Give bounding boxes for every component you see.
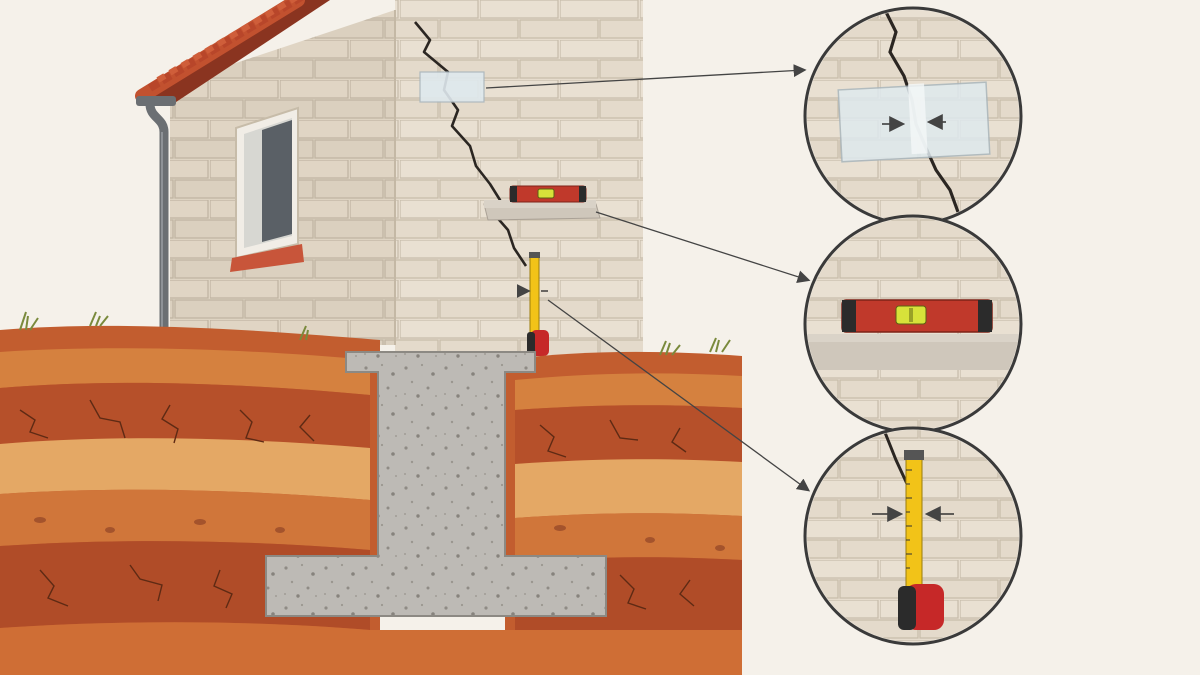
soil-band-light-1 <box>0 348 370 395</box>
foundation-footing <box>265 351 607 617</box>
soil-band-right-light-2 <box>515 459 742 518</box>
soil-band-dark-1 <box>0 382 370 448</box>
wall-crack <box>414 21 528 267</box>
callout-line-1 <box>485 64 807 89</box>
soil-band-right-dark-1 <box>515 405 742 464</box>
wall-ledge <box>483 200 601 221</box>
tape-measure-icon <box>872 450 954 630</box>
roof-tiles <box>135 0 305 103</box>
callout-lines <box>485 64 811 492</box>
grass-tufts <box>19 311 731 356</box>
house <box>135 0 643 370</box>
callout-crack-monitor <box>803 6 1023 226</box>
spirit-level-icon <box>841 299 993 333</box>
soil-pebbles <box>34 517 725 551</box>
window <box>230 106 304 272</box>
soil-band-mid-3 <box>0 489 370 550</box>
soil-cracks <box>19 399 695 610</box>
soil-band-right-mid-3 <box>515 513 742 562</box>
soil-band-right-light-1 <box>515 373 742 410</box>
callout-tape-measure <box>803 426 1023 646</box>
callout-line-2 <box>595 211 811 284</box>
tape-measure <box>516 252 549 356</box>
spirit-level <box>509 185 587 203</box>
callout-spirit-level <box>803 214 1023 434</box>
soil-band-bottom <box>0 622 742 675</box>
downpipe <box>136 96 176 330</box>
callout-line-3 <box>547 299 811 492</box>
roof-underside <box>140 0 330 106</box>
front-wall <box>395 0 643 370</box>
crack-monitor-gauge <box>419 71 485 103</box>
soil-band-light-2 <box>0 438 370 500</box>
